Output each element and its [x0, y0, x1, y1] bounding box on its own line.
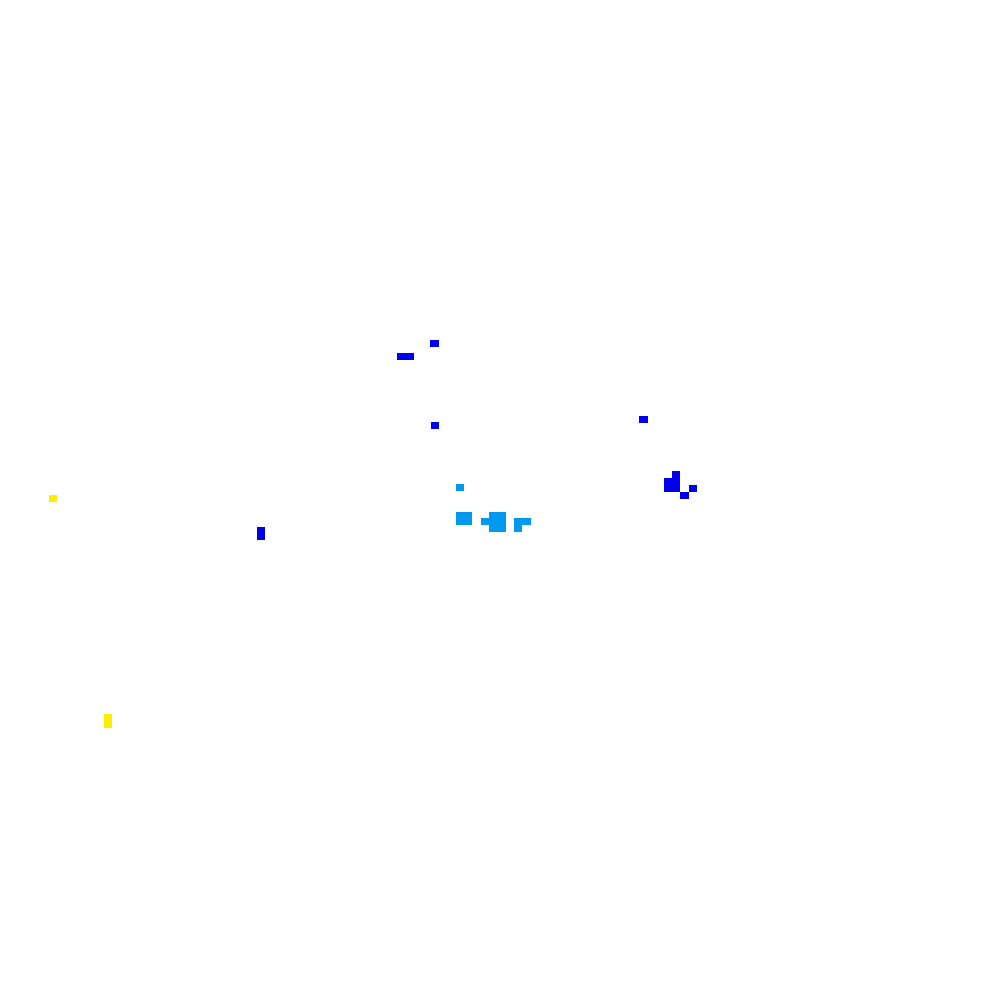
light-blue-marker	[456, 484, 464, 491]
blue-marker	[431, 422, 439, 429]
light-blue-marker	[489, 512, 506, 532]
yellow-marker	[104, 714, 112, 728]
light-blue-marker	[514, 518, 531, 525]
blue-marker	[689, 485, 697, 492]
light-blue-marker	[481, 518, 491, 525]
blue-marker	[672, 471, 680, 480]
yellow-marker	[49, 495, 57, 502]
blue-marker	[430, 340, 439, 347]
blue-marker	[639, 416, 648, 423]
blue-marker	[664, 478, 680, 492]
blue-marker	[680, 492, 689, 499]
blue-marker	[257, 527, 265, 540]
blue-marker	[405, 355, 413, 360]
light-blue-marker	[456, 512, 472, 525]
light-blue-marker	[514, 524, 522, 532]
